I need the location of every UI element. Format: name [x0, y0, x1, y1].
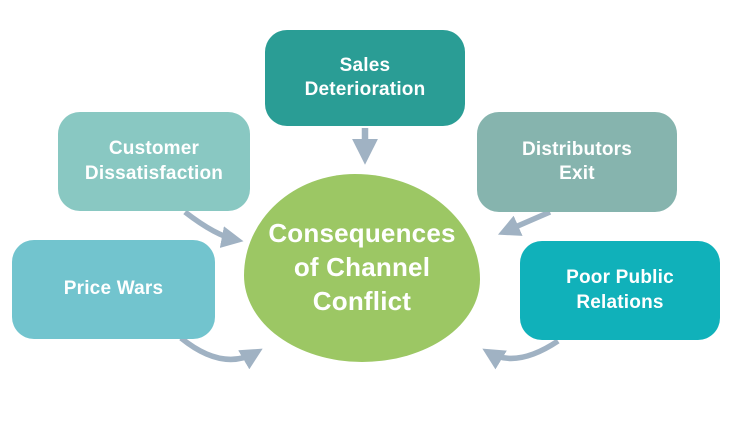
arrow-poorpr-to-center: [482, 338, 560, 370]
node-poor-public-relations-label: Poor Public Relations: [566, 267, 674, 313]
node-price-wars-label: Price Wars: [63, 278, 164, 300]
node-sales-deterioration-label: Sales Deterioration: [304, 54, 426, 100]
node-poor-public-relations: Poor Public Relations: [520, 241, 720, 340]
center-node-label: Consequences of Channel Conflict: [268, 218, 456, 316]
node-customer-dissatisfaction: Customer Dissatisfaction: [58, 112, 250, 211]
arrow-distributors-to-center: [497, 209, 552, 236]
arrow-pricewars-to-center: [179, 335, 263, 370]
center-node: Consequences of Channel Conflict: [244, 174, 480, 362]
node-customer-dissatisfaction-label: Customer Dissatisfaction: [84, 138, 224, 184]
node-price-wars: Price Wars: [12, 240, 215, 339]
node-distributors-exit-label: Distributors Exit: [521, 138, 633, 184]
node-sales-deterioration: Sales Deterioration: [265, 30, 465, 126]
node-distributors-exit: Distributors Exit: [477, 112, 677, 212]
arrow-customer-to-center: [183, 209, 244, 248]
